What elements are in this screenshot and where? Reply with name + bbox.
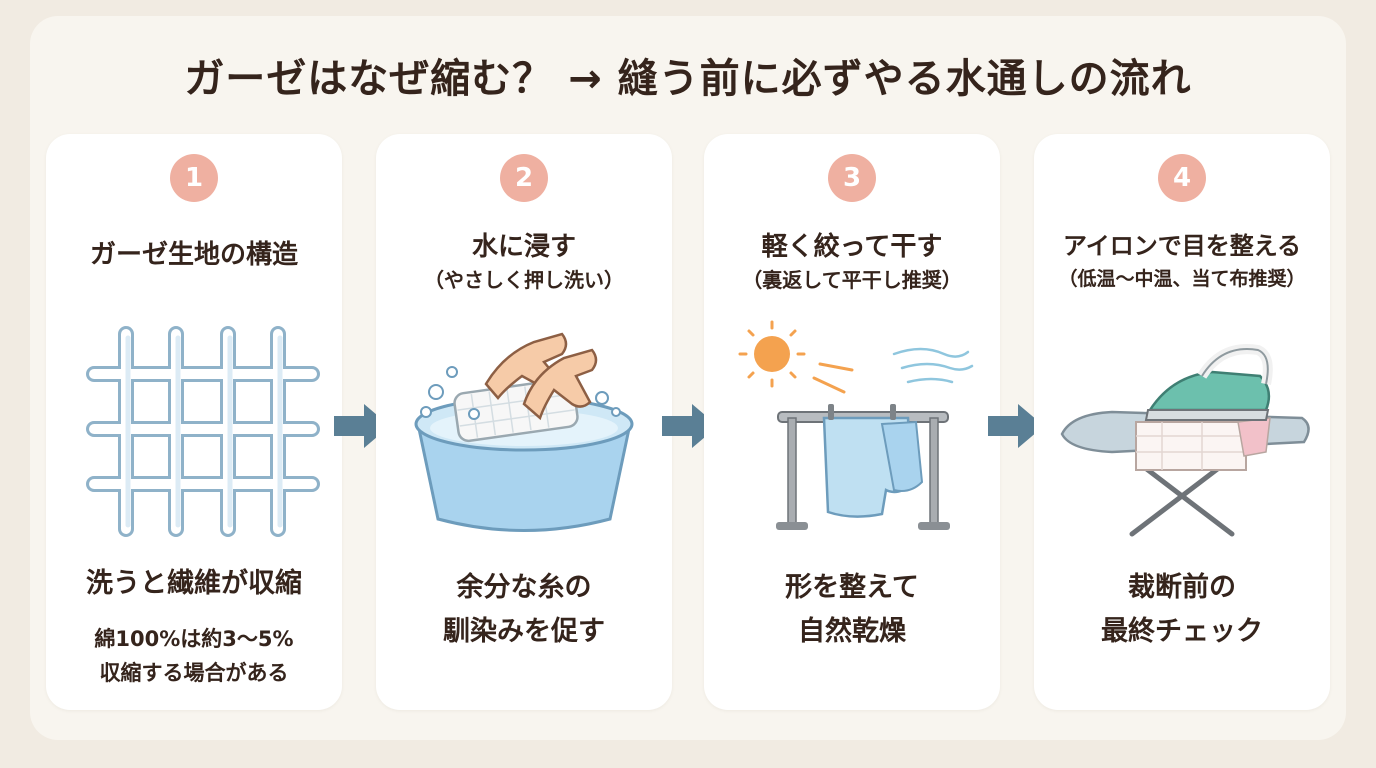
step-caption: 裁断前の 最終チェック bbox=[1101, 572, 1263, 647]
step-card-4: 4 アイロンで目を整える （低温〜中温、当て布推奨） 裁断前の 最終チェック bbox=[1034, 134, 1330, 710]
step-note: 綿100%は約3〜5% 収縮する場合がある bbox=[94, 627, 294, 685]
step-subheading: （やさしく押し洗い） bbox=[424, 268, 624, 292]
step-heading: 水に浸す bbox=[471, 232, 576, 262]
washing-basin-icon bbox=[414, 332, 634, 532]
step-heading: アイロンで目を整える bbox=[1062, 232, 1302, 260]
page-title: ガーゼはなぜ縮む？ → 縫う前に必ずやる水通しの流れ bbox=[184, 56, 1192, 102]
step-card-3: 3 軽く絞って干す （裏返して平干し推奨） 形を整えて 自然乾燥 bbox=[704, 134, 1000, 710]
step-caption: 洗うと繊維が収縮 bbox=[86, 568, 302, 599]
step-subheading: （低温〜中温、当て布推奨） bbox=[1058, 268, 1306, 290]
flow-arrow-icon bbox=[988, 404, 1044, 448]
step-card-2: 2 水に浸す （やさしく押し洗い） 余分な糸の 馴染みを促す bbox=[376, 134, 672, 710]
step-number-badge: 4 bbox=[1158, 154, 1206, 202]
gauze-weave-icon bbox=[86, 326, 320, 537]
step-subheading: （裏返して平干し推奨） bbox=[742, 268, 962, 292]
step-caption: 形を整えて 自然乾燥 bbox=[785, 572, 919, 647]
step-heading: ガーゼ生地の構造 bbox=[89, 240, 298, 270]
step-caption: 余分な糸の 馴染みを促す bbox=[443, 572, 605, 647]
iron-board-icon bbox=[1060, 344, 1310, 537]
step-number-badge: 3 bbox=[828, 154, 876, 202]
step-number-badge: 1 bbox=[170, 154, 218, 202]
step-heading: 軽く絞って干す bbox=[761, 232, 943, 262]
step-card-1: 1 ガーゼ生地の構造 洗うと繊維が収縮 bbox=[46, 134, 342, 710]
drying-rack-icon bbox=[738, 320, 974, 530]
step-number-badge: 2 bbox=[500, 154, 548, 202]
